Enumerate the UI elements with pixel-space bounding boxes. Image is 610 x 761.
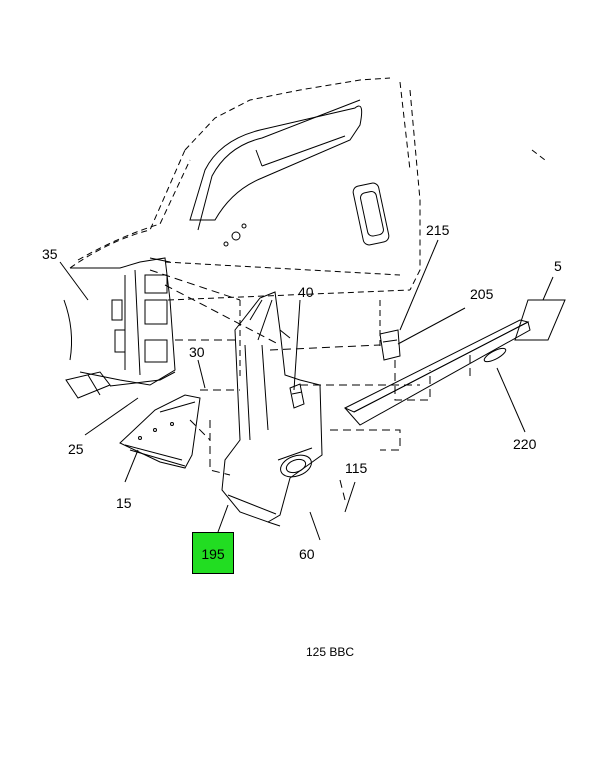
callout-30: 30 [189,344,205,360]
callout-25: 25 [68,441,84,457]
leader-lines [59,239,554,541]
callout-15: 15 [116,495,132,511]
callout-205: 205 [470,286,494,302]
step-frame-35 [63,257,176,399]
fairing-195 [221,291,323,527]
door-handle [352,182,390,246]
callout-35: 35 [42,246,58,262]
trim-strip-220 [343,319,531,426]
callout-195: 195 [201,546,225,562]
bracket-40 [289,383,305,409]
highlighted-part-195: 195 [192,532,234,574]
bracket-15 [119,394,201,469]
door-window [189,99,363,231]
callout-220: 220 [513,436,537,452]
callout-115: 115 [345,460,368,476]
callout-60: 60 [299,546,315,562]
figure-caption: 125 BBC [306,645,355,659]
callout-5: 5 [554,258,562,274]
panel-5 [514,299,566,341]
callout-215: 215 [426,222,450,238]
cab-body [69,77,546,380]
assembly-lines [149,269,471,501]
clip-205 [379,329,401,361]
callout-40: 40 [298,284,314,300]
